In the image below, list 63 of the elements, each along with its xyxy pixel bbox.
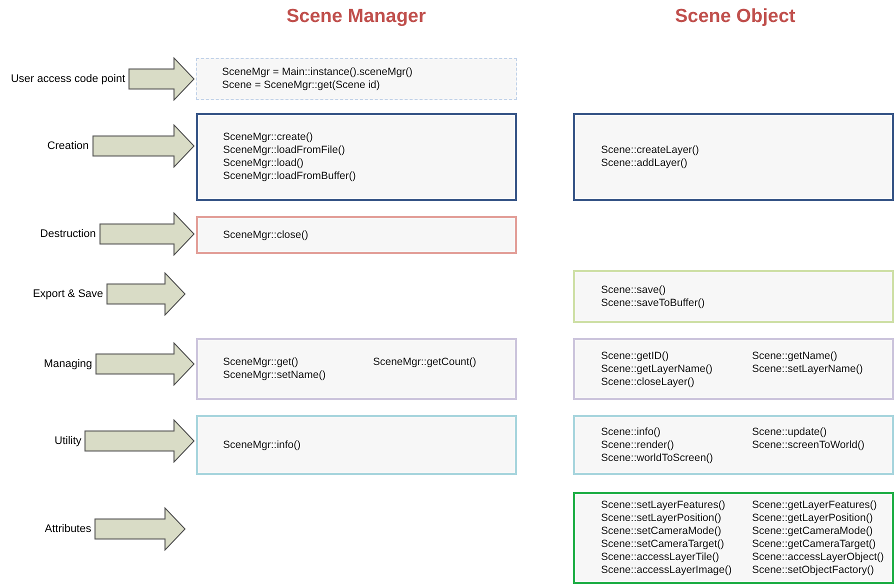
block-arrow — [96, 342, 195, 386]
row-label: Destruction — [40, 228, 96, 240]
code-line: SceneMgr::close() — [223, 228, 310, 242]
block-arrow — [100, 212, 195, 256]
code-box — [573, 492, 894, 584]
row-label: Utility — [54, 435, 82, 447]
block-arrow — [84, 418, 195, 464]
code-line: Scene::getLayerName() — [601, 362, 714, 376]
block-arrow — [94, 506, 186, 552]
code-line: Scene::saveToBuffer() — [601, 296, 706, 310]
code-line: Scene::setLayerName() — [752, 362, 864, 376]
code-line: Scene::worldToScreen() — [601, 452, 714, 464]
code-box — [573, 415, 894, 475]
code-line: SceneMgr::getCount() — [373, 356, 478, 369]
code-box — [196, 338, 517, 400]
code-line: SceneMgr::loadFromFile() — [223, 144, 346, 157]
code-box — [573, 113, 894, 201]
code-line: Scene::screenToWorld() — [752, 438, 866, 452]
code-line: SceneMgr::loadFromBuffer() — [223, 170, 357, 183]
code-line: Scene::accessLayerObject() — [752, 551, 885, 564]
code-box — [573, 338, 894, 400]
code-line: Scene::accessLayerTile() — [601, 551, 720, 564]
code-line: Scene::createLayer() — [601, 144, 700, 157]
code-line: Scene::getCameraMode() — [752, 525, 874, 538]
row-label: Export & Save — [32, 288, 104, 300]
column-heading: Scene Manager — [286, 6, 426, 28]
code-line: Scene::setCameraMode() — [601, 525, 722, 538]
column-heading: Scene Object — [675, 6, 796, 28]
code-box — [196, 415, 517, 475]
code-line: Scene::setObjectFactory() — [752, 564, 875, 577]
code-box — [573, 270, 894, 323]
code-line: Scene::getLayerPosition() — [752, 512, 874, 525]
code-line: SceneMgr::get() — [223, 356, 300, 369]
code-line: Scene::save() — [601, 284, 667, 296]
code-line: Scene::addLayer() — [601, 157, 688, 170]
code-line: Scene::getID() — [601, 350, 670, 362]
code-line: SceneMgr::load() — [223, 157, 305, 170]
code-line: Scene::setLayerPosition() — [601, 512, 722, 525]
code-line: Scene::setLayerFeatures() — [601, 499, 726, 512]
code-box — [196, 58, 517, 100]
code-line: Scene::getName() — [752, 350, 838, 362]
code-line: SceneMgr::create() — [223, 131, 314, 144]
block-arrow — [128, 56, 195, 102]
block-arrow — [106, 272, 186, 316]
row-label: User access code point — [10, 73, 126, 85]
block-arrow — [92, 124, 195, 168]
code-box — [196, 113, 517, 201]
row-label: Creation — [47, 140, 89, 152]
code-line: SceneMgr = Main::instance().sceneMgr() — [222, 66, 414, 79]
code-line: Scene::getLayerFeatures() — [752, 499, 878, 512]
code-line: Scene::update() — [752, 426, 828, 438]
code-line: Scene = SceneMgr::get(Scene id) — [222, 79, 381, 92]
code-line: Scene::accessLayerImage() — [601, 564, 733, 577]
row-label: Managing — [44, 358, 92, 370]
code-line: Scene::setCameraTarget() — [601, 538, 726, 551]
code-line: Scene::getCameraTarget() — [752, 538, 877, 551]
code-box — [196, 216, 517, 254]
code-line: Scene::render() — [601, 438, 675, 452]
code-line: Scene::closeLayer() — [601, 376, 696, 388]
code-line: SceneMgr::setName() — [223, 369, 327, 382]
code-line: SceneMgr::info() — [223, 438, 302, 452]
row-label: Attributes — [44, 523, 92, 535]
code-line: Scene::info() — [601, 426, 662, 438]
